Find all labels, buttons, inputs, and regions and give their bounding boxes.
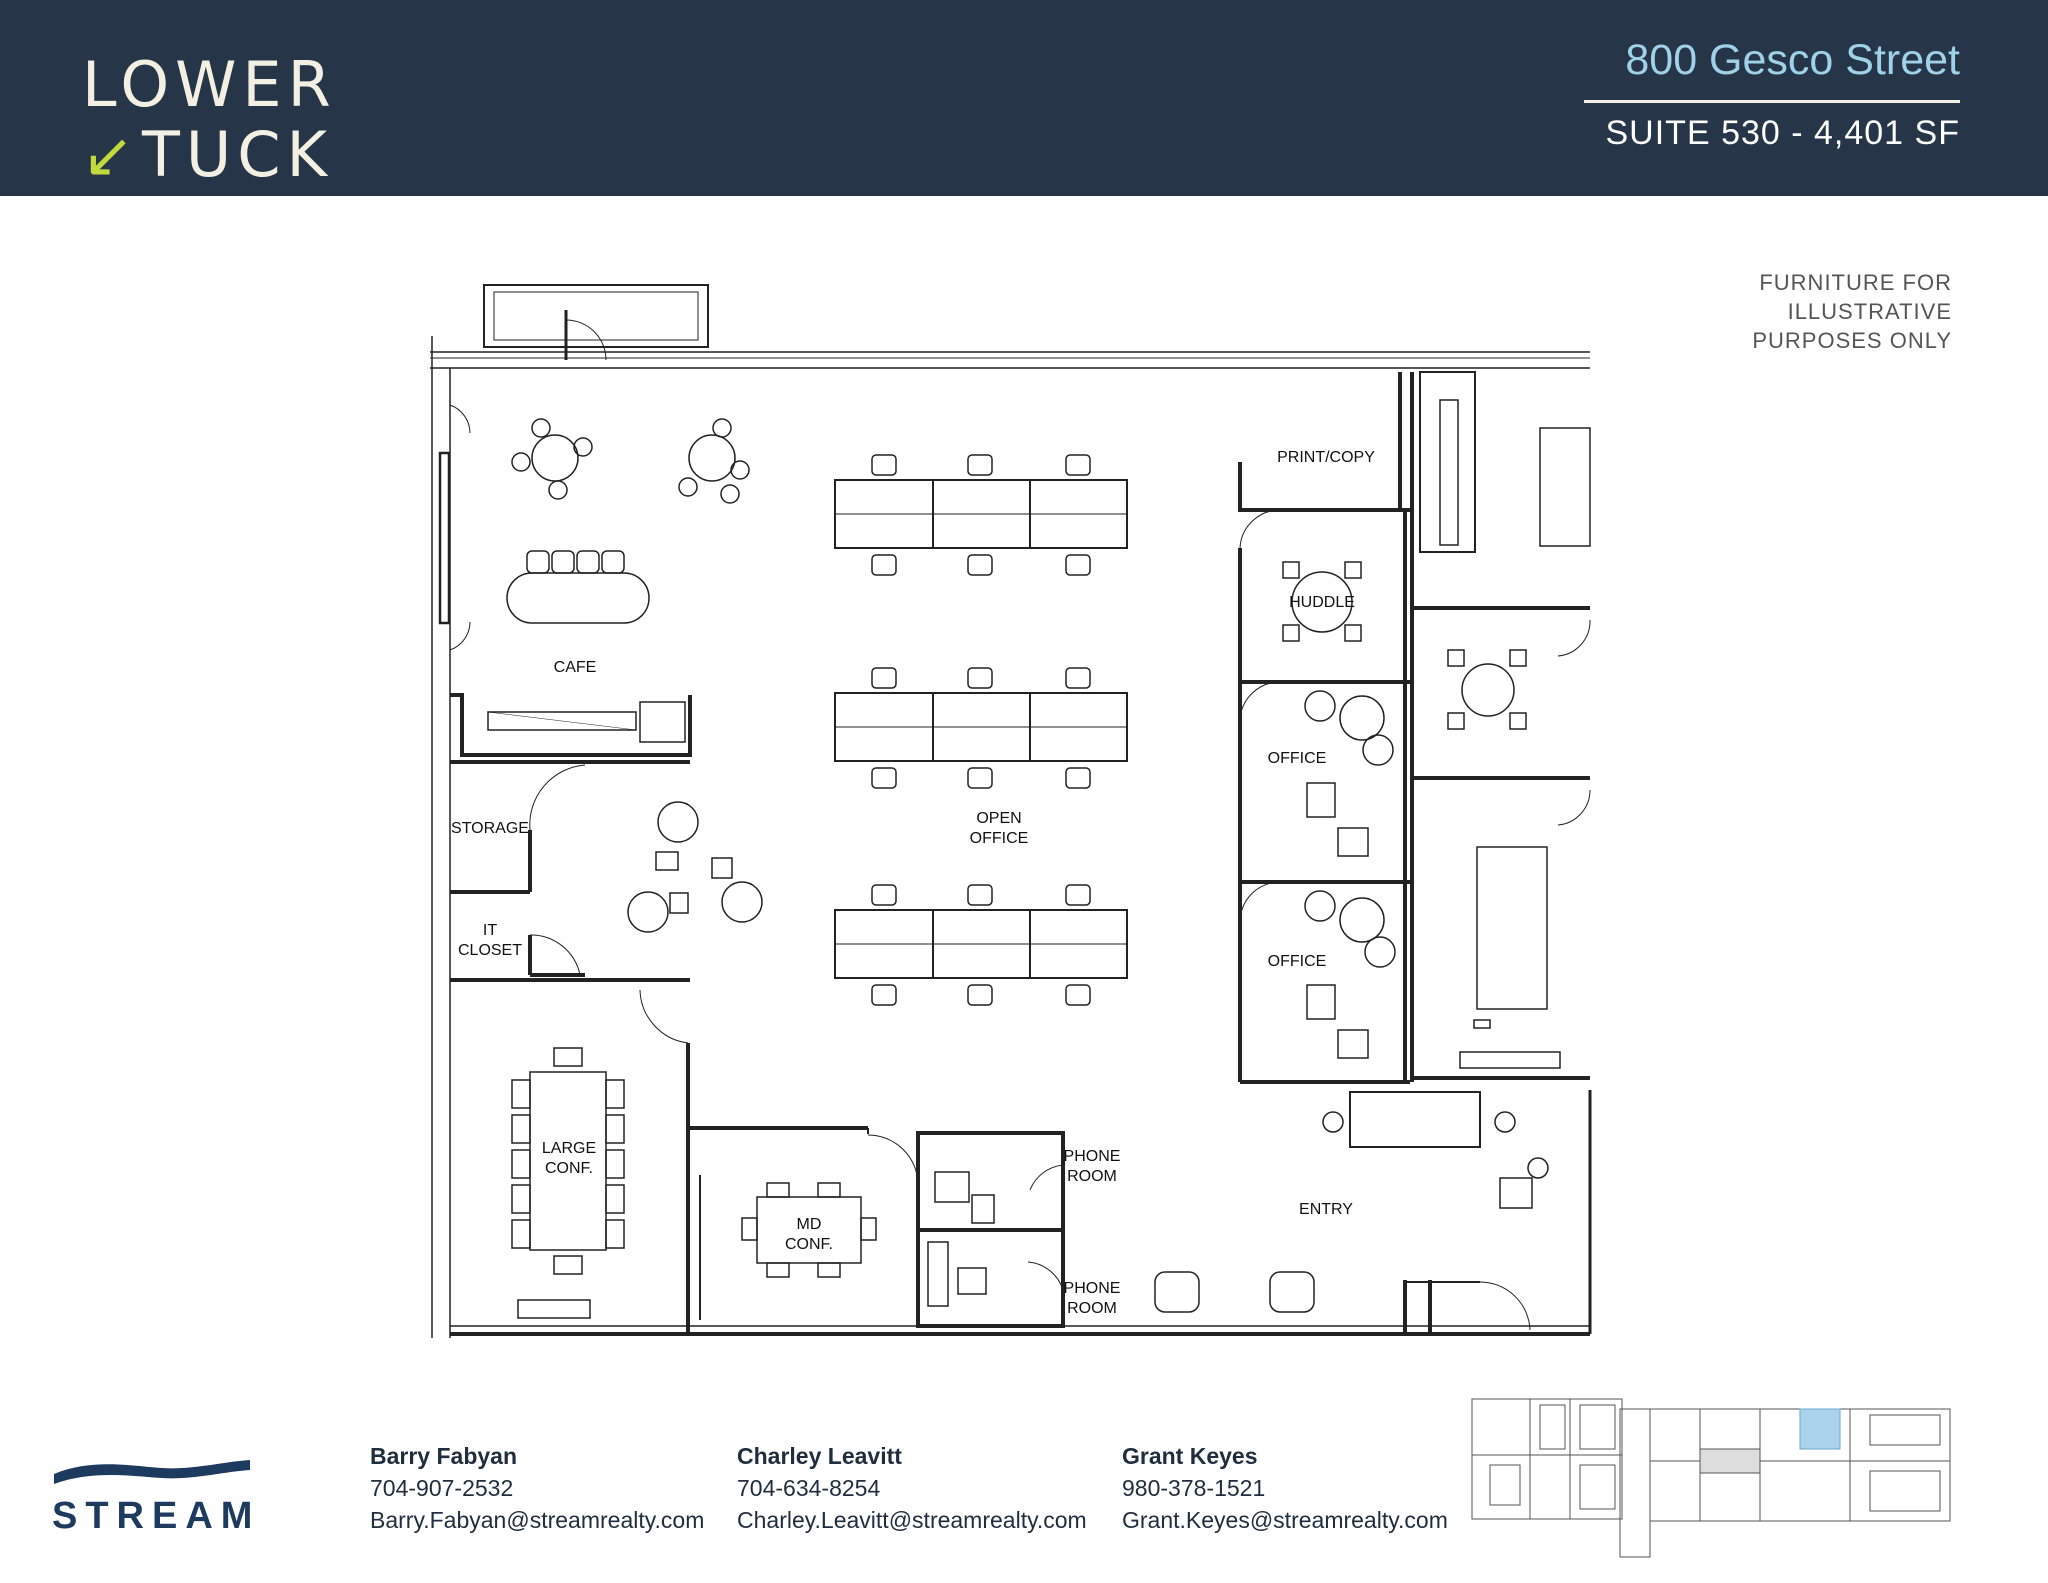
property-address: 800 Gesco Street [1625, 36, 1960, 84]
label-phone-room-2a: PHONE [1064, 1280, 1121, 1297]
disclaimer-line: ILLUSTRATIVE [1787, 299, 1952, 324]
logo-line1: LOWER [82, 48, 337, 121]
stream-logo: STREAM [52, 1456, 262, 1538]
disclaimer-line: FURNITURE FOR [1759, 270, 1952, 295]
label-office-2: OFFICE [1268, 953, 1327, 970]
suite-highlight [1799, 1408, 1841, 1450]
header-divider [1584, 100, 1960, 103]
lower-tuck-logo: LOWER ↙ TUCK [82, 50, 337, 190]
contact-name: Charley Leavitt [737, 1443, 902, 1469]
contact-phone[interactable]: 980-378-1521 [1122, 1475, 1266, 1501]
furniture-disclaimer: FURNITURE FOR ILLUSTRATIVE PURPOSES ONLY [1692, 268, 1952, 355]
open-office-desks [834, 454, 1128, 1006]
conference-furniture [511, 1019, 1533, 1313]
label-print-copy: PRINT/COPY [1277, 449, 1375, 466]
label-office-1: OFFICE [1268, 750, 1327, 767]
label-large-conf-1: LARGE [542, 1140, 596, 1157]
contact-phone[interactable]: 704-634-8254 [737, 1475, 881, 1501]
stream-wave-icon [54, 1460, 250, 1484]
cafe-furniture [506, 418, 763, 933]
contact-name: Grant Keyes [1122, 1443, 1258, 1469]
label-md-conf-1: MD [797, 1216, 822, 1233]
contact-email[interactable]: Barry.Fabyan@streamrealty.com [370, 1507, 705, 1533]
contact-card: Grant Keyes 980-378-1521 Grant.Keyes@str… [1122, 1440, 1448, 1536]
balcony [483, 284, 709, 348]
label-cafe: CAFE [554, 659, 597, 676]
label-open-office-1: OPEN [976, 810, 1021, 827]
contact-card: Barry Fabyan 704-907-2532 Barry.Fabyan@s… [370, 1440, 704, 1536]
label-storage: STORAGE [451, 820, 529, 837]
building-key-plan [1471, 1398, 1951, 1558]
label-phone-room-2b: ROOM [1067, 1300, 1117, 1317]
stream-wordmark: STREAM [52, 1495, 261, 1537]
label-open-office-2: OFFICE [970, 830, 1029, 847]
label-it-closet-2: CLOSET [458, 942, 522, 959]
header-bar: LOWER ↙ TUCK 800 Gesco Street SUITE 530 … [0, 0, 2048, 196]
logo-line2: TUCK [141, 118, 334, 191]
disclaimer-line: PURPOSES ONLY [1752, 328, 1952, 353]
label-large-conf-2: CONF. [545, 1160, 593, 1177]
suite-size: SUITE 530 - 4,401 SF [1605, 114, 1960, 152]
label-phone-room-1a: PHONE [1064, 1148, 1121, 1165]
logo-arrow-icon: ↙ [82, 118, 140, 191]
contact-phone[interactable]: 704-907-2532 [370, 1475, 514, 1501]
label-huddle: HUDDLE [1289, 594, 1355, 611]
contact-card: Charley Leavitt 704-634-8254 Charley.Lea… [737, 1440, 1087, 1536]
contact-email[interactable]: Grant.Keyes@streamrealty.com [1122, 1507, 1448, 1533]
room-labels: PRINT/COPY HUDDLE CAFE OFFICE OFFICE STO… [451, 449, 1375, 1317]
office-furniture [1282, 561, 1548, 1059]
label-md-conf-2: CONF. [785, 1236, 833, 1253]
contact-email[interactable]: Charley.Leavitt@streamrealty.com [737, 1507, 1087, 1533]
sofa [1349, 1091, 1481, 1148]
label-phone-room-1b: ROOM [1067, 1168, 1117, 1185]
label-it-closet-1: IT [483, 922, 497, 939]
label-entry: ENTRY [1299, 1201, 1353, 1218]
contact-name: Barry Fabyan [370, 1443, 518, 1469]
